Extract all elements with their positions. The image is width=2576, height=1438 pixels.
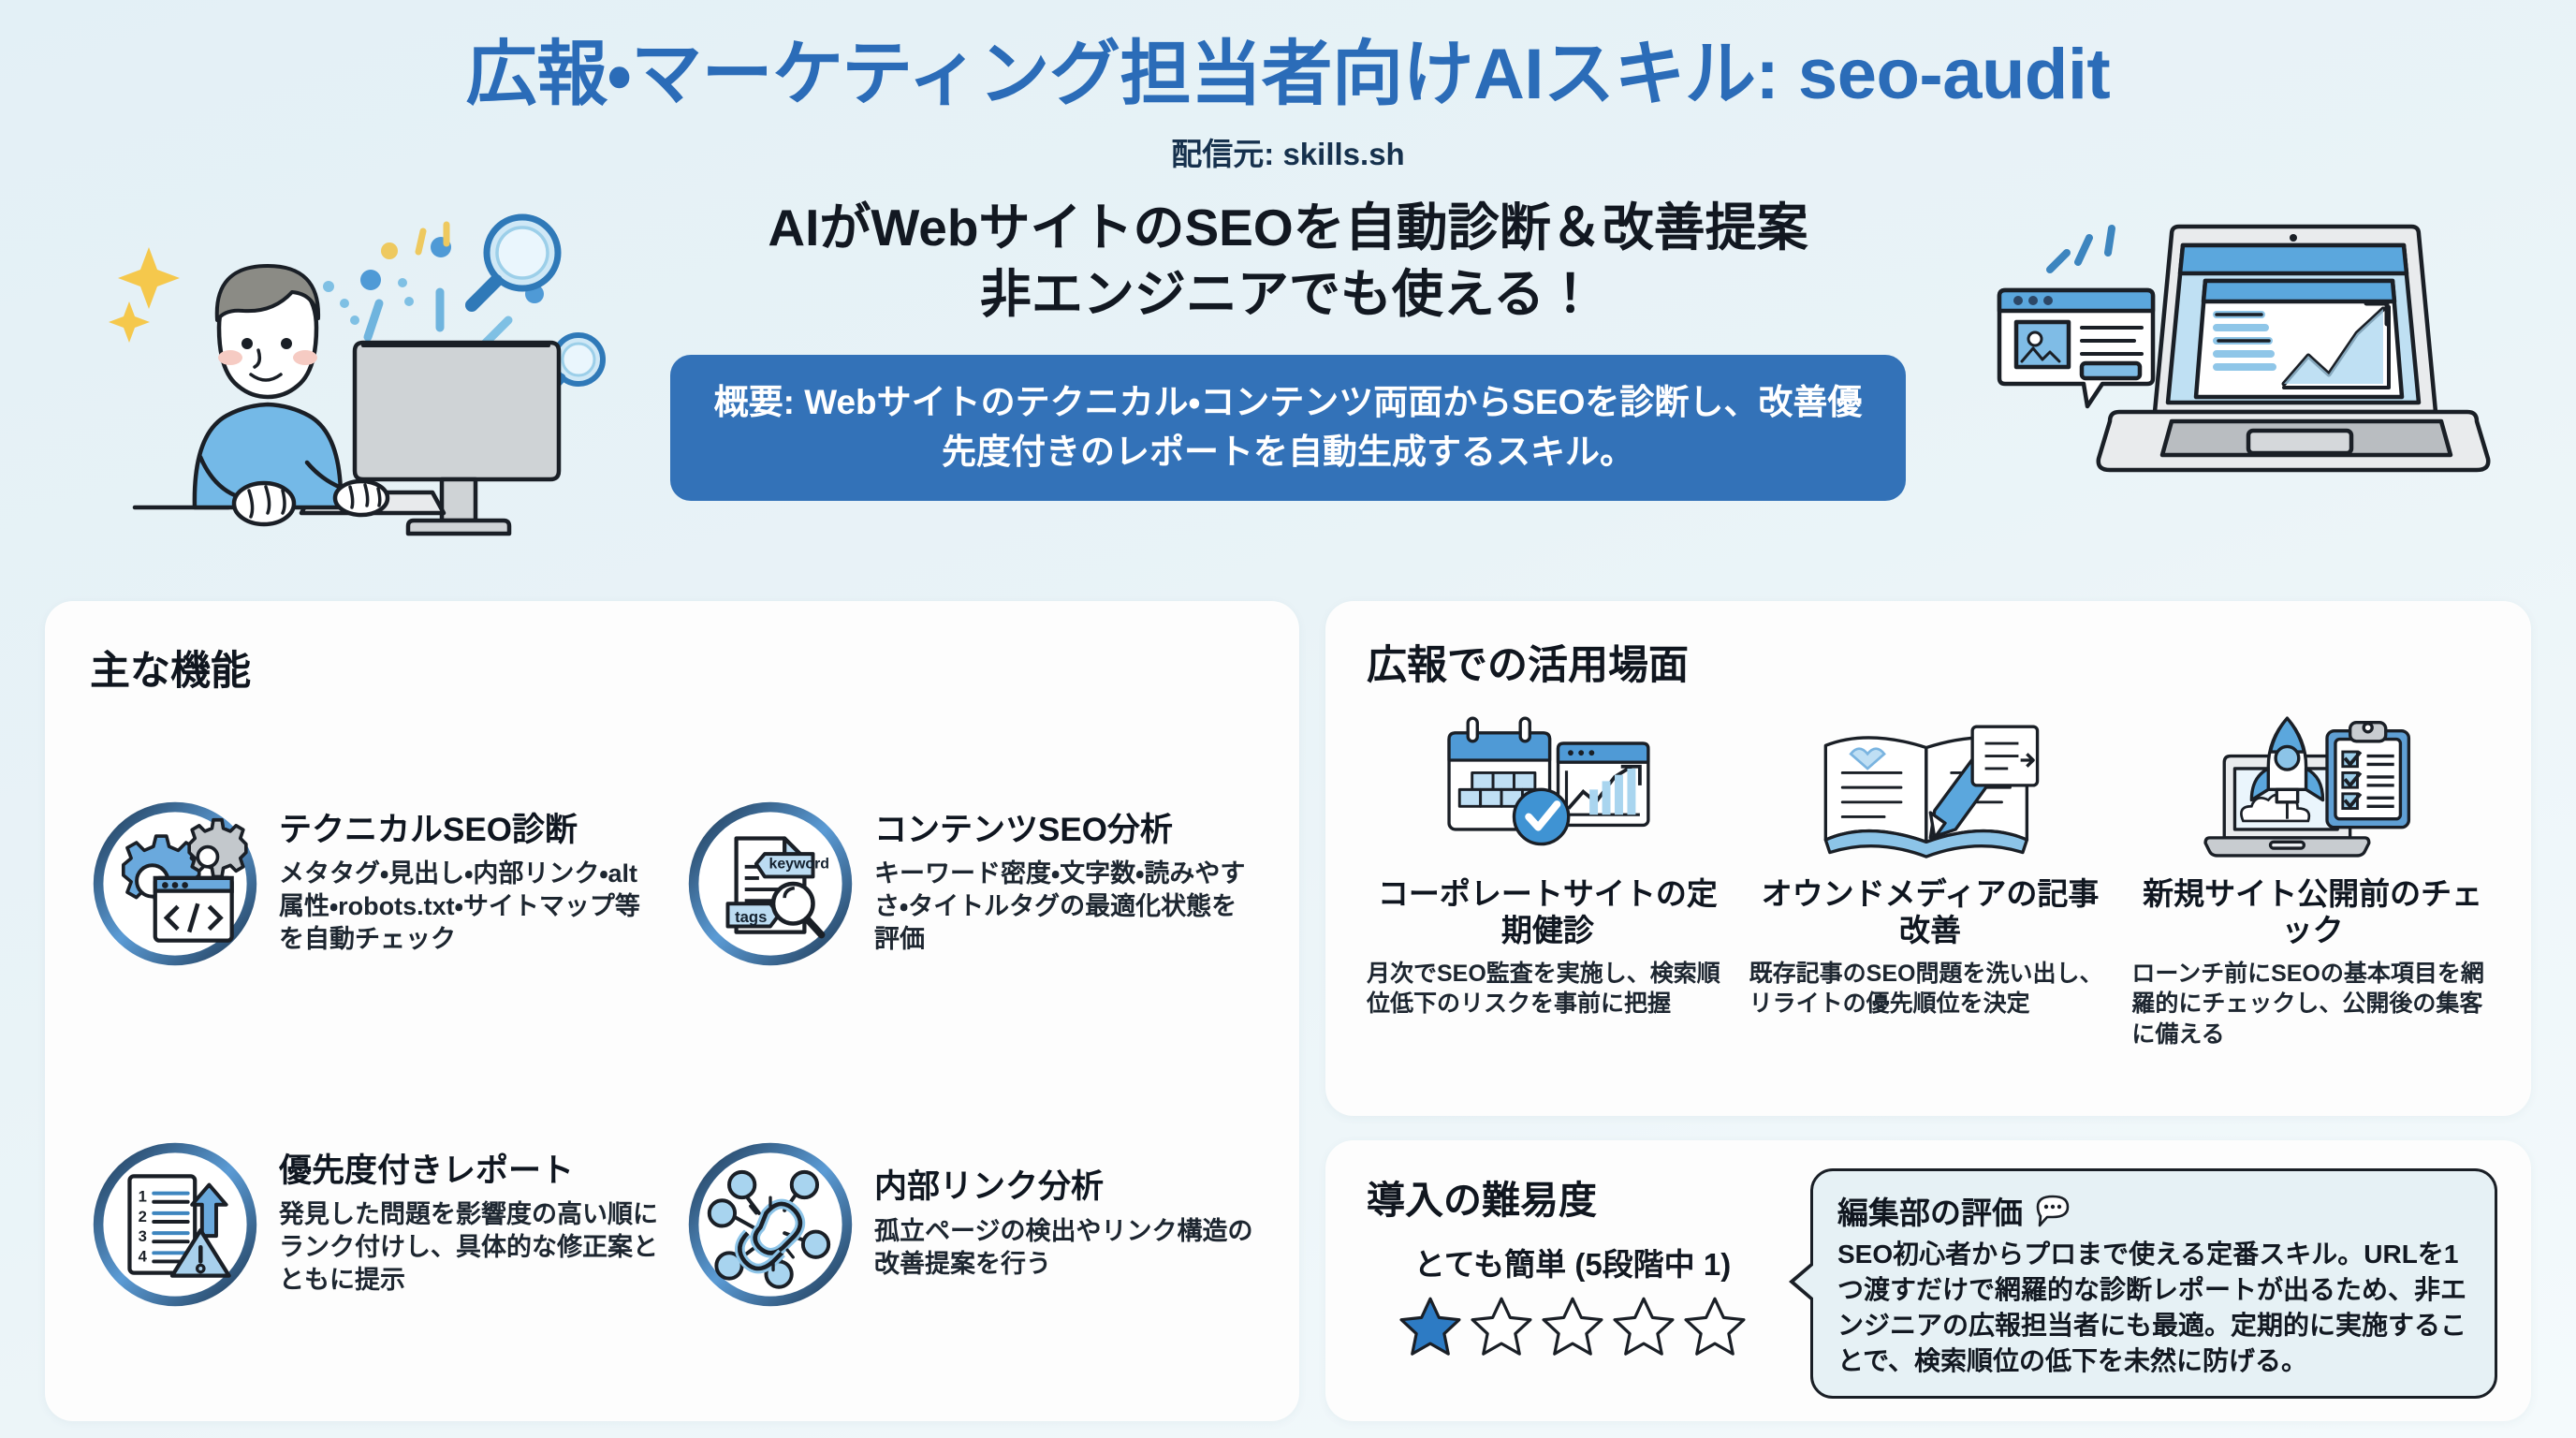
svg-text:tags: tags — [735, 908, 767, 926]
hero-copy: AIがWebサイトのSEOを自動診断＆改善提案 非エンジニアでも使える！ 概要:… — [609, 195, 1967, 502]
keyword-tags-search-icon: keyword tags — [688, 801, 853, 966]
usecase-item: 新規サイト公開前のチェック ローンチ前にSEOの基本項目を網羅的にチェックし、公… — [2131, 708, 2494, 1088]
hero-line-2: 非エンジニアでも使える！ — [979, 265, 1597, 324]
difficulty-title: 導入の難易度 — [1367, 1179, 1597, 1222]
page-title: 広報・マーケティング担当者向けAIスキル: seo-audit — [465, 35, 2111, 114]
features-column: 主な機能 — [45, 601, 1299, 1421]
svg-text:keyword: keyword — [768, 856, 829, 872]
feature-item: 内部リンク分析 孤立ページの検出やリンク構造の改善提案を行う — [685, 1062, 1256, 1387]
usecases-panel: 広報での活用場面 — [1325, 601, 2531, 1116]
feature-item: keyword tags コンテンツ — [685, 721, 1256, 1047]
feature-name: テクニカルSEO診断 — [279, 811, 578, 848]
feature-name: 優先度付きレポート — [279, 1152, 575, 1189]
hero-section: AIがWebサイトのSEOを自動診断＆改善提案 非エンジニアでも使える！ 概要:… — [0, 195, 2576, 536]
speech-bubble-icon — [2036, 1195, 2070, 1227]
usecase-desc: ローンチ前にSEOの基本項目を網羅的にチェックし、公開後の集客に備える — [2131, 960, 2484, 1048]
usecase-desc: 既存記事のSEO問題を洗い出し、リライトの優先順位を決定 — [1749, 960, 2103, 1018]
feature-item: テクニカルSEO診断 メタタグ・見出し・内部リンク・alt属性・robots.t… — [90, 721, 661, 1047]
content-columns: 主な機能 — [0, 601, 2576, 1421]
link-network-icon — [688, 1142, 853, 1307]
source-label: 配信元: skills.sh — [1171, 136, 1405, 171]
features-grid: テクニカルSEO診断 メタタグ・見出し・内部リンク・alt属性・robots.t… — [90, 721, 1256, 1387]
review-body: SEO初心者からプロまで使える定番スキル。URLを1つ渡すだけで網羅的な診断レポ… — [1837, 1240, 2467, 1376]
review-heading-row: 編集部の評価 — [1837, 1188, 2472, 1233]
feature-text: 内部リンク分析 孤立ページの検出やリンク構造の改善提案を行う — [874, 1168, 1256, 1280]
person-at-computer-illustration — [109, 213, 606, 536]
svg-text:3: 3 — [139, 1227, 147, 1245]
feature-desc: 発見した問題を影響度の高い順にランク付けし、具体的な修正案とともに提示 — [279, 1199, 658, 1295]
feature-desc: 孤立ページの検出やリンク構造の改善提案を行う — [874, 1216, 1253, 1278]
star-icon-empty — [1613, 1297, 1675, 1356]
hero-line-1: AIがWebサイトのSEOを自動診断＆改善提案 — [768, 198, 1808, 257]
feature-name: 内部リンク分析 — [874, 1168, 1105, 1206]
star-icon-empty — [1542, 1297, 1603, 1356]
right-column: 広報での活用場面 — [1325, 601, 2531, 1421]
difficulty-level: とても簡単 (5段階中 1) — [1413, 1247, 1732, 1282]
usecases-grid: コーポレートサイトの定期健診 月次でSEO監査を実施し、検索順位低下のリスクを事… — [1367, 708, 2494, 1088]
usecase-item: コーポレートサイトの定期健診 月次でSEO監査を実施し、検索順位低下のリスクを事… — [1367, 708, 1729, 1088]
difficulty-panel: 導入の難易度 とても簡単 (5段階中 1) — [1325, 1140, 2531, 1421]
star-icon-empty — [1684, 1297, 1746, 1356]
review-heading: 編集部の評価 — [1837, 1196, 2023, 1230]
rocket-checklist-icon — [2203, 716, 2411, 858]
features-panel-title: 主な機能 — [90, 649, 251, 694]
feature-item: 1 2 3 4 — [90, 1062, 661, 1387]
usecase-item: オウンドメディアの記事改善 既存記事のSEO問題を洗い出し、リライトの優先順位を… — [1749, 708, 2112, 1088]
header: 広報・マーケティング担当者向けAIスキル: seo-audit 配信元: ski… — [0, 0, 2576, 174]
svg-text:1: 1 — [139, 1188, 147, 1206]
star-icon-empty — [1471, 1297, 1532, 1356]
svg-text:4: 4 — [139, 1247, 148, 1265]
summary-banner: 概要: Webサイトのテクニカル・コンテンツ両面からSEOを診断し、改善優先度付… — [670, 354, 1906, 502]
calendar-check-chart-icon — [1447, 716, 1650, 846]
feature-desc: メタタグ・見出し・内部リンク・alt属性・robots.txt・サイトマップ等を… — [279, 858, 640, 954]
ranked-report-alert-icon: 1 2 3 4 — [93, 1142, 257, 1307]
feature-name: コンテンツSEO分析 — [874, 811, 1173, 848]
svg-text:2: 2 — [139, 1208, 147, 1225]
star-icon-filled — [1399, 1297, 1461, 1356]
usecases-panel-title: 広報での活用場面 — [1367, 643, 1689, 688]
difficulty-stars — [1367, 1294, 1778, 1359]
feature-text: コンテンツSEO分析 キーワード密度・文字数・読みやすさ・タイトルタグの最適化状… — [874, 812, 1256, 957]
difficulty-block: 導入の難易度 とても簡単 (5段階中 1) — [1367, 1168, 1778, 1359]
usecase-name: 新規サイト公開前のチェック — [2143, 876, 2483, 947]
notebook-pencil-icon — [1823, 725, 2039, 858]
feature-text: 優先度付きレポート 発見した問題を影響度の高い順にランク付けし、具体的な修正案と… — [279, 1152, 661, 1298]
code-gear-icon — [93, 801, 257, 966]
usecase-desc: 月次でSEO監査を実施し、検索順位低下のリスクを事前に把握 — [1367, 960, 1720, 1018]
feature-text: テクニカルSEO診断 メタタグ・見出し・内部リンク・alt属性・robots.t… — [279, 812, 661, 957]
laptop-report-illustration — [1997, 224, 2491, 472]
editorial-review-bubble: 編集部の評価 SEO初心者からプロまで使える定番スキル。URLを1つ渡すだけで網… — [1789, 1168, 2497, 1400]
usecase-name: オウンドメディアの記事改善 — [1761, 876, 2100, 947]
features-panel: 主な機能 — [45, 601, 1299, 1421]
usecase-name: コーポレートサイトの定期健診 — [1377, 876, 1718, 947]
feature-desc: キーワード密度・文字数・読みやすさ・タイトルタグの最適化状態を評価 — [874, 858, 1246, 954]
